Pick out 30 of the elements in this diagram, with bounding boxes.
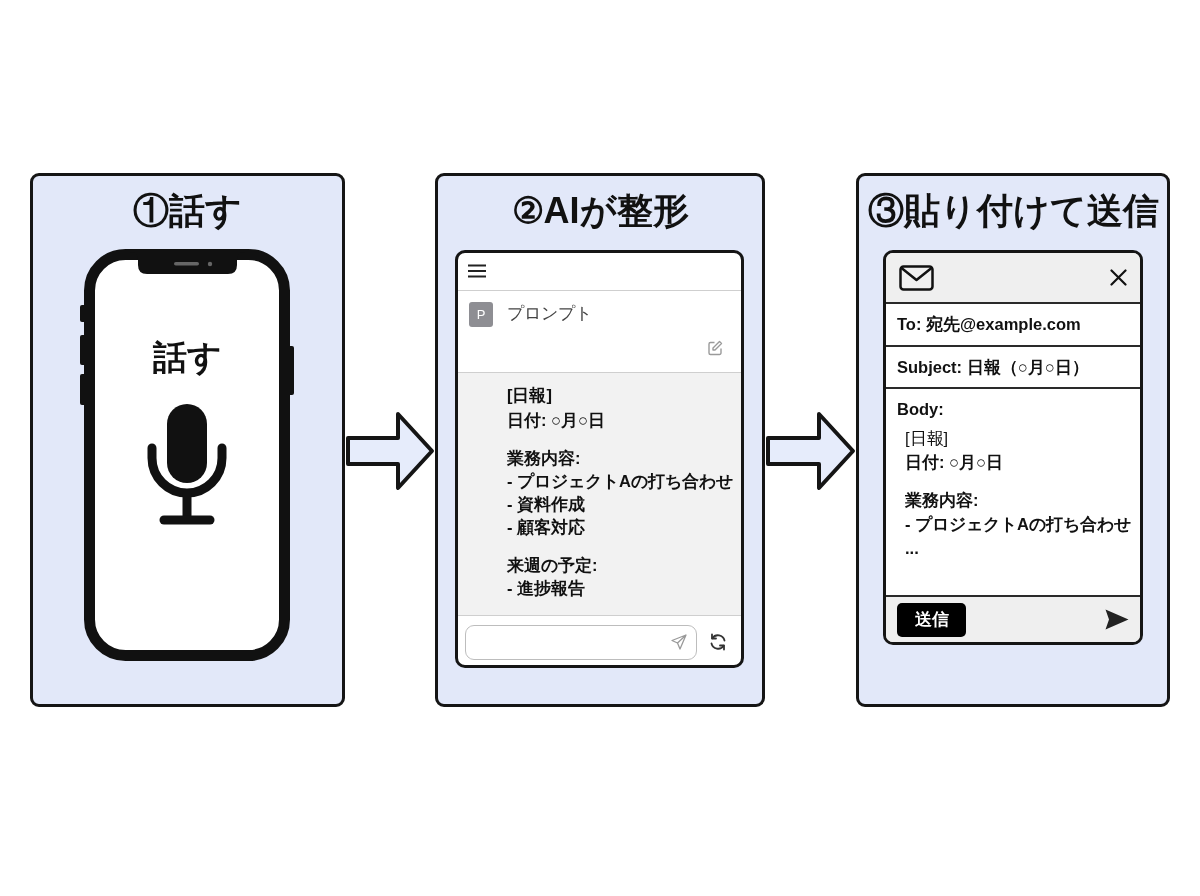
body-line: ...	[905, 538, 919, 559]
step-title: ③貼り付けて送信	[867, 189, 1159, 233]
step-title: ②AIが整形	[511, 189, 689, 233]
body-line: 業務内容:	[905, 490, 979, 511]
report-line: 来週の予定:	[507, 555, 598, 576]
step-panel	[435, 173, 765, 707]
body-line: - プロジェクトAの打ち合わせ	[905, 514, 1131, 535]
report-line: 業務内容:	[507, 448, 581, 469]
send-button: 送信	[897, 603, 966, 637]
report-line: - 資料作成	[507, 494, 586, 515]
report-line: - 進捗報告	[507, 578, 586, 599]
recipient-field: To: 宛先@example.com	[886, 304, 1140, 347]
report-line: [日報]	[507, 385, 552, 406]
screen-text: 話す	[152, 337, 222, 377]
avatar: P	[469, 302, 493, 327]
body-line: 日付: ○月○日	[905, 452, 1003, 473]
step-title: ①話す	[133, 189, 242, 233]
report-line: 日付: ○月○日	[507, 410, 605, 431]
step-panel	[856, 173, 1170, 707]
prompt-text: プロンプト	[507, 303, 592, 325]
report-line: - 顧客対応	[507, 517, 586, 538]
field-label: Body:	[897, 399, 944, 420]
report-line: - プロジェクトAの打ち合わせ	[507, 471, 733, 492]
email-window	[883, 250, 1143, 645]
subject-field: Subject: 日報（○月○日）	[886, 347, 1140, 389]
block-arrow	[766, 412, 855, 490]
step-panel	[30, 173, 345, 707]
chat-window	[455, 250, 744, 668]
block-arrow	[346, 412, 434, 490]
body-line: [日報]	[905, 428, 949, 449]
